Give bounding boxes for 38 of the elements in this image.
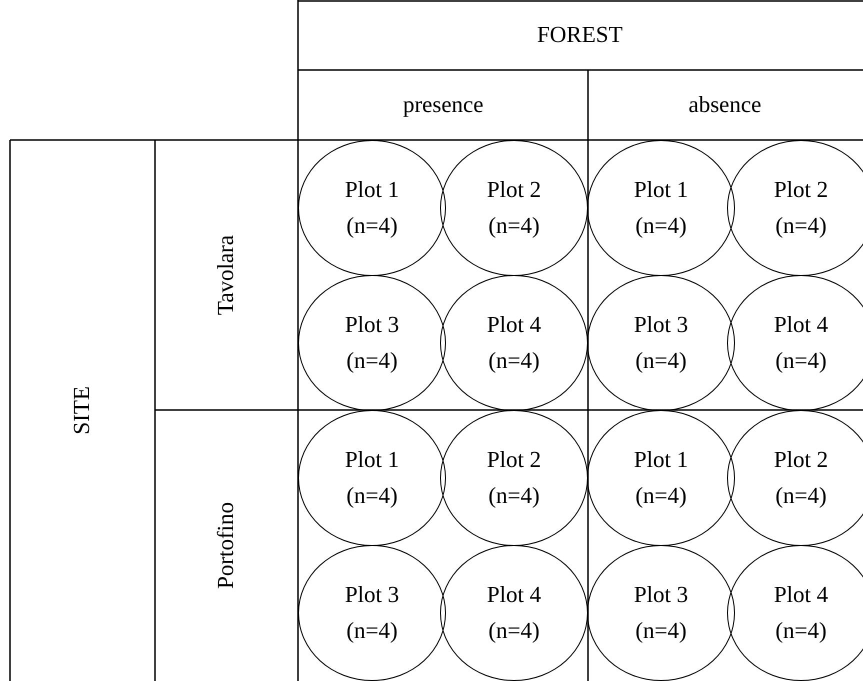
plot-label: Plot 2 (n=4): [772, 176, 830, 240]
column-header: presence: [403, 92, 484, 118]
column-header: absence: [688, 92, 762, 118]
plot-circle: [727, 545, 863, 681]
row-header: SITE: [69, 386, 95, 434]
plot-circle: [727, 275, 863, 411]
plot-label: Plot 1 (n=4): [344, 446, 400, 510]
plot-circle: [298, 275, 446, 411]
plot-label: Plot 3 (n=4): [632, 311, 690, 375]
plot-circle: [440, 140, 588, 276]
plot-label: Plot 4 (n=4): [772, 581, 830, 645]
plot-circle: [727, 140, 863, 276]
plot-circle: [298, 545, 446, 681]
plot-circle: [298, 410, 446, 546]
plot-circle: [587, 545, 735, 681]
plot-label: Plot 4 (n=4): [486, 581, 542, 645]
column-header: FOREST: [537, 22, 623, 48]
plot-label: Plot 2 (n=4): [486, 446, 542, 510]
plot-label: Plot 3 (n=4): [632, 581, 690, 645]
plot-circle: [298, 140, 446, 276]
plot-label: Plot 4 (n=4): [772, 311, 830, 375]
plot-label: Plot 3 (n=4): [344, 581, 400, 645]
plot-circle: [727, 410, 863, 546]
plot-circle: [587, 140, 735, 276]
plot-circle: [587, 275, 735, 411]
plot-label: Plot 1 (n=4): [632, 446, 690, 510]
plot-circle: [440, 275, 588, 411]
row-header: Tavolara: [213, 235, 239, 316]
plot-circle: [440, 410, 588, 546]
plot-label: Plot 1 (n=4): [632, 176, 690, 240]
plot-label: Plot 1 (n=4): [344, 176, 400, 240]
plot-label: Plot 4 (n=4): [486, 311, 542, 375]
plot-label: Plot 2 (n=4): [486, 176, 542, 240]
plot-label: Plot 3 (n=4): [344, 311, 400, 375]
plot-circle: [587, 410, 735, 546]
plot-label: Plot 2 (n=4): [772, 446, 830, 510]
row-header: Portofino: [213, 502, 239, 588]
plot-circle: [440, 545, 588, 681]
